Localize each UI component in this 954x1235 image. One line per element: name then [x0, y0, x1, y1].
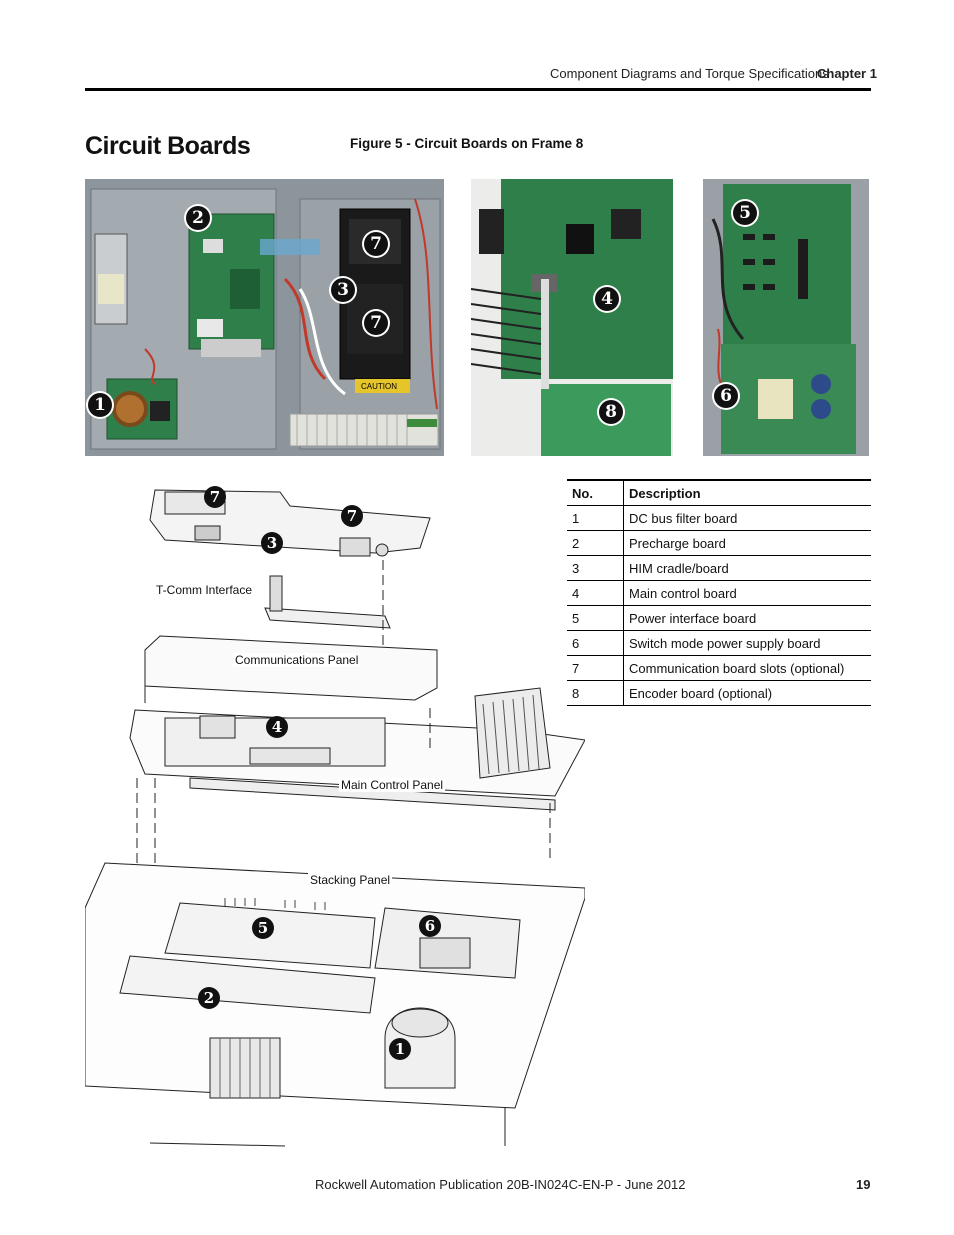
table-header-row: No. Description — [567, 479, 871, 506]
exploded-assembly-diagram: T-Comm Interface Communications Panel Ma… — [84, 478, 586, 1148]
callout-8: 8 — [599, 400, 623, 424]
row-number: 2 — [567, 530, 624, 556]
row-description: Communication board slots (optional) — [623, 655, 871, 681]
column-header-no: No. — [567, 479, 624, 506]
row-description: DC bus filter board — [623, 505, 871, 531]
callout-6: 6 — [419, 915, 441, 937]
row-description: Switch mode power supply board — [623, 630, 871, 656]
callout-2: 2 — [186, 206, 210, 230]
row-number: 8 — [567, 680, 624, 706]
label-main-control-panel: Main Control Panel — [339, 778, 446, 792]
callout-5: 5 — [252, 917, 274, 939]
photo-drive-cabinet: CAUTION 2 7 3 7 1 — [85, 179, 444, 456]
row-number: 3 — [567, 555, 624, 581]
callout-1: 1 — [88, 393, 112, 417]
column-header-description: Description — [623, 479, 871, 506]
label-t-comm-interface: T-Comm Interface — [154, 583, 255, 597]
power-boards-illustration — [703, 179, 869, 456]
callout-7: 7 — [204, 486, 226, 508]
page-number: 19 — [856, 1177, 871, 1192]
label-stacking-panel: Stacking Panel — [308, 873, 393, 887]
row-description: Power interface board — [623, 605, 871, 631]
exploded-diagram-lines — [84, 489, 586, 1147]
callout-1: 1 — [389, 1038, 411, 1060]
callout-7: 7 — [341, 505, 363, 527]
row-number: 6 — [567, 630, 624, 656]
figure-title: Figure 5 - Circuit Boards on Frame 8 — [350, 136, 584, 151]
running-header-chapter: Chapter 1 — [817, 66, 877, 81]
callout-2: 2 — [198, 987, 220, 1009]
main-control-board-illustration — [471, 179, 673, 456]
row-description: HIM cradle/board — [623, 555, 871, 581]
row-number: 7 — [567, 655, 624, 681]
row-description: Main control board — [623, 580, 871, 606]
row-number: 4 — [567, 580, 624, 606]
callout-6: 6 — [714, 384, 738, 408]
section-title: Circuit Boards — [85, 132, 251, 160]
cabinet-illustration: CAUTION — [85, 179, 444, 456]
row-description: Encoder board (optional) — [623, 680, 871, 706]
row-number: 5 — [567, 605, 624, 631]
photo-main-control-board: 4 8 — [471, 179, 673, 456]
callout-7: 7 — [364, 311, 388, 335]
header-rule — [85, 88, 871, 91]
label-communications-panel: Communications Panel — [233, 653, 361, 667]
row-description: Precharge board — [623, 530, 871, 556]
callout-7: 7 — [364, 232, 388, 256]
callout-5: 5 — [733, 201, 757, 225]
row-number: 1 — [567, 505, 624, 531]
callout-4: 4 — [595, 287, 619, 311]
callout-4: 4 — [266, 716, 288, 738]
caution-label: CAUTION — [361, 382, 397, 391]
running-header-section: Component Diagrams and Torque Specificat… — [550, 66, 829, 81]
photo-power-boards: 5 6 — [703, 179, 869, 456]
footer-publication: Rockwell Automation Publication 20B-IN02… — [315, 1177, 686, 1192]
callout-3: 3 — [261, 532, 283, 554]
callout-3: 3 — [331, 278, 355, 302]
